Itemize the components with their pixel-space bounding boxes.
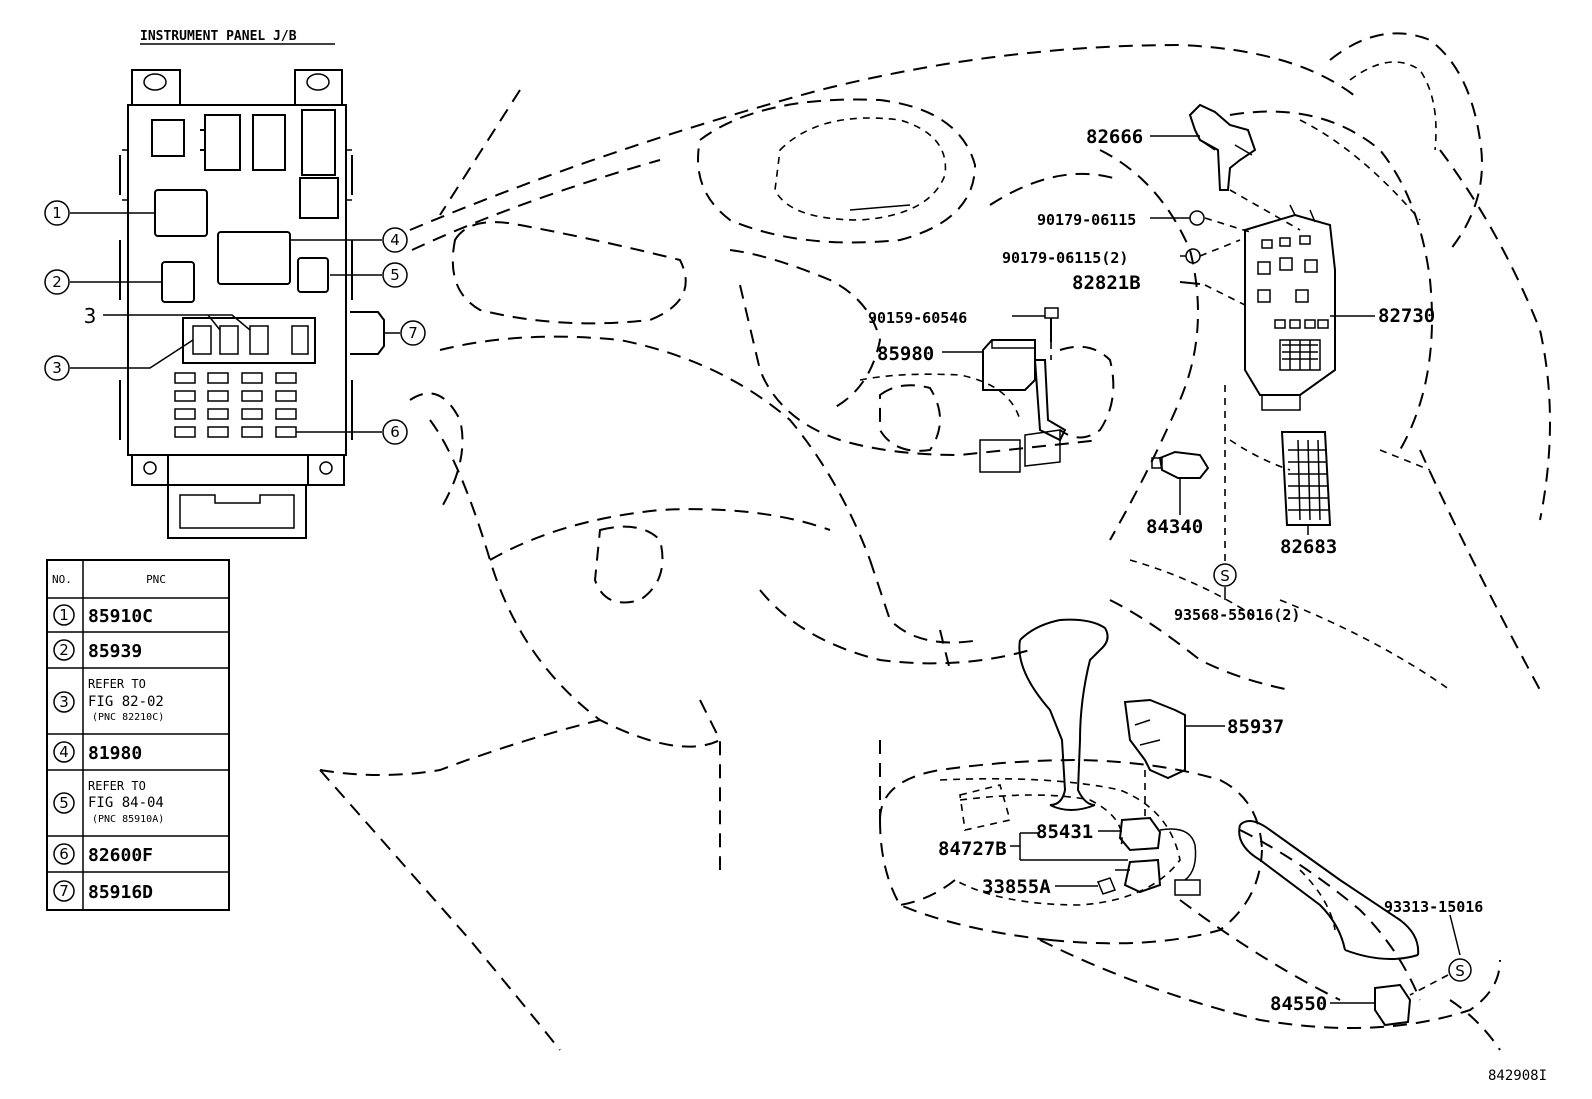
label-82821B: 82821B bbox=[1072, 272, 1141, 294]
figure-id: 842908I bbox=[1488, 1068, 1547, 1084]
table-row-no: 7 bbox=[59, 882, 69, 900]
table-row-pnc: 85916D bbox=[88, 882, 153, 903]
table-row-pnc: 85910C bbox=[88, 606, 153, 627]
dashboard-outline bbox=[319, 32, 1551, 1051]
pnc-table: NO. PNC 1 85910C 2 85939 3 REFER TO FIG … bbox=[46, 559, 230, 911]
label-90179-06115-qty2: 90179-06115(2) bbox=[1002, 249, 1128, 267]
table-row-pnc-line: REFER TO bbox=[88, 677, 146, 691]
label-84550: 84550 bbox=[1270, 993, 1327, 1015]
table-header-pnc: PNC bbox=[146, 573, 166, 586]
label-33855A: 33855A bbox=[982, 876, 1051, 898]
label-84340: 84340 bbox=[1146, 516, 1203, 538]
callout-6: 6 bbox=[390, 423, 400, 441]
table-row-no: 6 bbox=[59, 845, 69, 863]
table-row-no: 3 bbox=[59, 693, 69, 711]
label-90159-60546: 90159-60546 bbox=[868, 309, 967, 327]
table-row-pnc: 81980 bbox=[88, 743, 142, 764]
label-82730: 82730 bbox=[1378, 305, 1435, 327]
label-93568-55016: 93568-55016(2) bbox=[1174, 606, 1300, 624]
callout-5: 5 bbox=[390, 266, 400, 284]
jb-title: INSTRUMENT PANEL J/B bbox=[140, 29, 297, 44]
table-row-pnc-line: (PNC 85910A) bbox=[92, 814, 164, 825]
label-93313-15016: 93313-15016 bbox=[1384, 898, 1483, 916]
label-85431: 85431 bbox=[1036, 821, 1093, 843]
callout-3-lower: 3 bbox=[52, 359, 62, 377]
table-row-no: 2 bbox=[59, 641, 69, 659]
label-84727B: 84727B bbox=[938, 838, 1007, 860]
table-row-pnc-line: (PNC 82210C) bbox=[92, 712, 164, 723]
label-82666: 82666 bbox=[1086, 126, 1143, 148]
table-row-no: 1 bbox=[59, 606, 69, 624]
table-row-pnc-line: REFER TO bbox=[88, 779, 146, 793]
table-row-pnc: 82600F bbox=[88, 845, 153, 866]
part-labels: 82666 90179-06115 90179-06115(2) 82821B … bbox=[868, 126, 1483, 1015]
table-row-no: 5 bbox=[59, 794, 69, 812]
label-82683: 82683 bbox=[1280, 536, 1337, 558]
callout-3-upper: 3 bbox=[84, 304, 97, 328]
label-90179-06115: 90179-06115 bbox=[1037, 211, 1136, 229]
callout-1: 1 bbox=[52, 204, 62, 222]
callout-7: 7 bbox=[408, 324, 418, 342]
callout-2: 2 bbox=[52, 273, 62, 291]
table-header-no: NO. bbox=[52, 573, 72, 586]
junction-block-drawing: INSTRUMENT PANEL J/B bbox=[44, 29, 426, 539]
table-row-pnc: 85939 bbox=[88, 641, 142, 662]
callout-4: 4 bbox=[390, 231, 400, 249]
table-row-no: 4 bbox=[59, 743, 69, 761]
screw-symbol-s1: S bbox=[1220, 567, 1230, 585]
screw-symbol-s2: S bbox=[1455, 962, 1465, 980]
table-row-pnc-line: FIG 84-04 bbox=[88, 795, 164, 811]
parts-right: S S bbox=[942, 103, 1472, 1027]
label-85980: 85980 bbox=[877, 343, 934, 365]
label-85937: 85937 bbox=[1227, 716, 1284, 738]
table-row-pnc-line: FIG 82-02 bbox=[88, 694, 164, 710]
